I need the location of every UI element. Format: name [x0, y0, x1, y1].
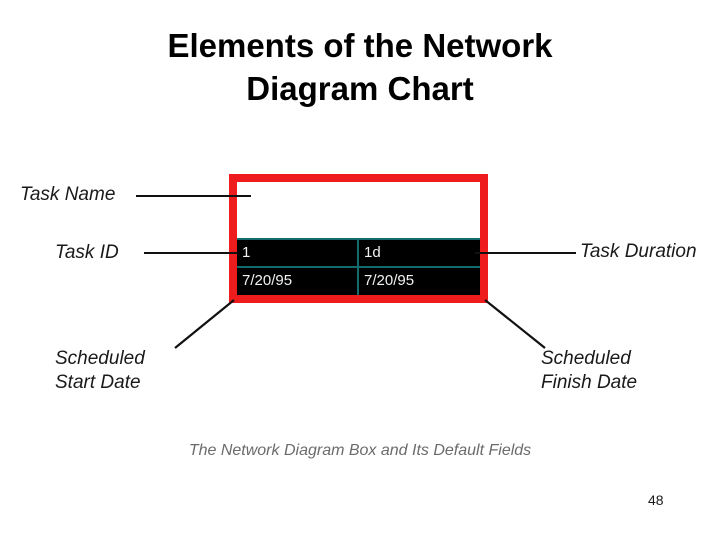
callout-task-duration: Task Duration — [580, 240, 697, 264]
task-name-row — [237, 182, 480, 240]
callout-scheduled-start-date: Scheduled Start Date — [55, 347, 145, 395]
callout-scheduled-start-line-2: Start Date — [55, 372, 141, 393]
callout-task-name: Task Name — [20, 183, 115, 207]
callout-scheduled-start-line-1: Scheduled — [55, 348, 145, 369]
callout-task-id: Task ID — [55, 241, 119, 265]
page-title: Elements of the Network Diagram Chart — [60, 24, 660, 110]
leader-line-task-id — [144, 252, 238, 254]
network-diagram-box: 1 1d 7/20/95 7/20/95 — [229, 174, 488, 303]
page-title-line-1: Elements of the Network — [167, 27, 553, 64]
dates-row: 7/20/95 7/20/95 — [237, 267, 480, 295]
scheduled-start-date-cell: 7/20/95 — [237, 267, 359, 295]
leader-line-task-duration — [475, 252, 576, 254]
callout-task-name-line-1: Task Name — [20, 184, 116, 205]
leader-line-task-name — [136, 195, 251, 197]
callout-scheduled-finish-line-2: Finish Date — [541, 372, 638, 393]
task-id-cell: 1 — [237, 239, 359, 266]
callout-scheduled-finish-line-1: Scheduled — [541, 348, 631, 369]
id-duration-row: 1 1d — [237, 239, 480, 268]
scheduled-finish-date-cell: 7/20/95 — [359, 267, 480, 295]
callout-scheduled-finish-date: Scheduled Finish Date — [541, 347, 637, 395]
task-duration-cell: 1d — [359, 239, 480, 266]
page-title-line-2: Diagram Chart — [246, 70, 474, 107]
figure-caption: The Network Diagram Box and Its Default … — [188, 442, 532, 459]
network-diagram-box-grid: 1 1d 7/20/95 7/20/95 — [237, 182, 480, 295]
task-name-cell — [237, 182, 480, 238]
callout-task-duration-line-1: Task Duration — [580, 241, 697, 262]
callout-task-id-line-1: Task ID — [55, 242, 119, 263]
page-number: 48 — [648, 492, 664, 508]
